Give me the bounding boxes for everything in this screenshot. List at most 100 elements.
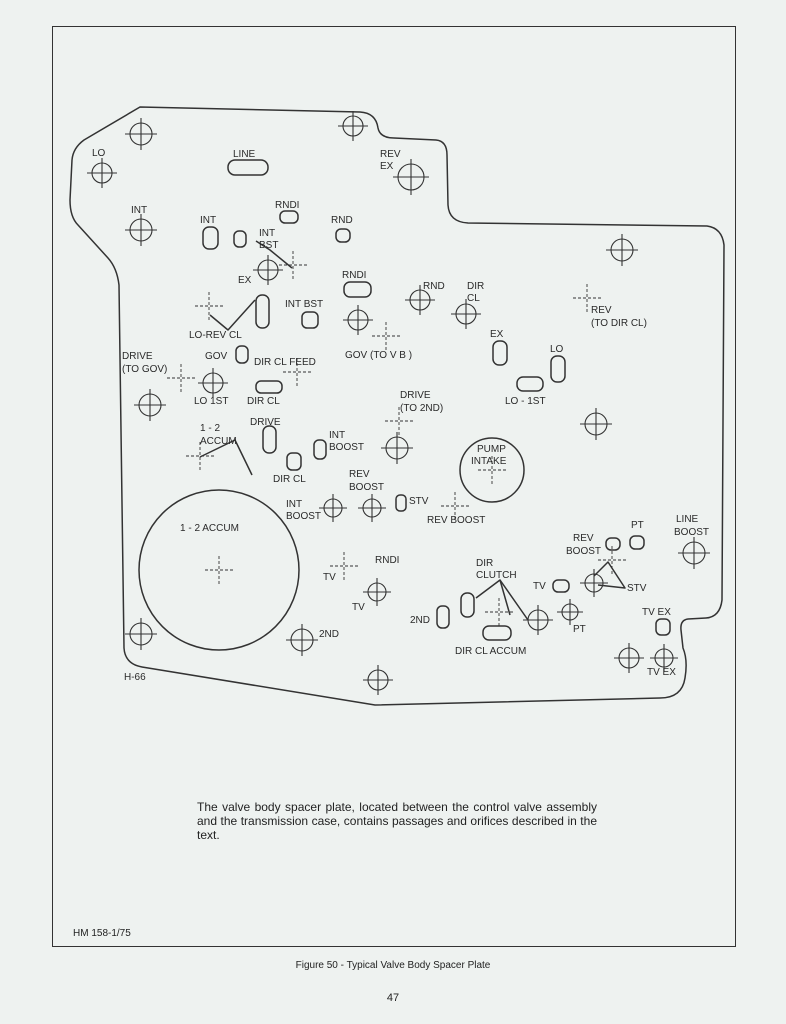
label-gov-tovb: GOV (TO V B ) — [345, 350, 412, 361]
bolt-hole — [338, 111, 368, 141]
bolt-hole — [405, 285, 435, 315]
label-line-boost-2: BOOST — [674, 527, 709, 538]
label-int-bst-1: INT — [259, 228, 275, 239]
label-tv-3: TV — [352, 602, 365, 613]
bolt-hole — [198, 368, 228, 398]
label-tv-ex: TV EX — [642, 607, 671, 618]
label-2nd-b: 2ND — [410, 615, 430, 626]
label-stv-1: STV — [409, 496, 429, 507]
label-drive-2nd-1: DRIVE — [400, 390, 431, 401]
slot-stv — [395, 494, 407, 512]
bolt-hole — [580, 569, 608, 597]
bolt-hole — [358, 494, 386, 522]
label-int-2: INT — [200, 215, 216, 226]
bolt-hole — [523, 605, 553, 635]
slot-dircl — [255, 380, 283, 394]
bolt-hole — [393, 159, 429, 195]
label-lo-1st: LO 1ST — [194, 396, 228, 407]
slot-rnd — [335, 228, 351, 243]
label-dir-clutch-2: CLUTCH — [476, 570, 517, 581]
label-lo-rev-cl: LO-REV CL — [189, 330, 242, 341]
bolt-hole — [557, 599, 583, 625]
bolt-hole — [363, 665, 393, 695]
slot-int-bst — [233, 230, 247, 248]
label-drive-3: DRIVE — [250, 417, 281, 428]
bolt-hole — [650, 644, 678, 672]
label-drive-2nd-2: (TO 2ND) — [400, 403, 443, 414]
label-dir-cl-1: DIR CL — [247, 396, 280, 407]
figure-caption: Figure 50 - Typical Valve Body Spacer Pl… — [295, 960, 491, 971]
label-h66: H-66 — [124, 672, 146, 683]
reference-cross — [372, 322, 400, 350]
label-pt-1: PT — [631, 520, 644, 531]
label-rev-boost-r1: REV — [573, 533, 594, 544]
slot-lo1st — [516, 376, 544, 392]
label-dir-cl-accum: DIR CL ACCUM — [455, 646, 526, 657]
label-int-boost-b1: INT — [286, 499, 302, 510]
slot-rndi2 — [343, 281, 372, 298]
slot-tvex — [655, 618, 671, 636]
bolt-hole — [678, 537, 710, 569]
bolt-hole — [319, 494, 347, 522]
label-int-left: INT — [131, 205, 147, 216]
document-number: HM 158-1/75 — [73, 928, 131, 939]
label-rnd-1: RND — [331, 215, 353, 226]
figure-description: The valve body spacer plate, located bet… — [197, 800, 597, 842]
trail-accum — [199, 439, 253, 476]
label-rev-to-dir-1: REV — [591, 305, 612, 316]
label-rev-ex-2: EX — [380, 161, 394, 172]
label-rndi-2: RNDI — [342, 270, 366, 281]
slot-pt — [629, 535, 645, 550]
label-dir-cl-top-1: DIR — [467, 281, 484, 292]
label-line-boost-1: LINE — [676, 514, 699, 525]
reference-cross — [205, 556, 233, 584]
part-labels: LO LINE REV EX INT INT RNDI RND INT BST … — [92, 148, 709, 683]
label-int-boost-1: INT — [329, 430, 345, 441]
label-int-bst-mid: INT BST — [285, 299, 323, 310]
bolt-hole — [381, 432, 413, 464]
label-int-boost-2: BOOST — [329, 442, 364, 453]
bolt-hole — [451, 299, 481, 329]
label-line: LINE — [233, 149, 256, 160]
pump-intake-bore — [459, 437, 525, 503]
label-int-boost-b2: BOOST — [286, 511, 321, 522]
label-rev-boost-b: REV BOOST — [427, 515, 485, 526]
label-rndi-1: RNDI — [275, 200, 299, 211]
label-lo-left: LO — [92, 148, 106, 159]
reference-cross — [279, 251, 307, 279]
label-lo-1st-right: LO - 1ST — [505, 396, 546, 407]
label-rev-to-dir-2: (TO DIR CL) — [591, 318, 647, 329]
slot-lorev — [255, 294, 270, 329]
label-accum-big: 1 - 2 ACCUM — [180, 523, 239, 534]
label-pt-2: PT — [573, 624, 586, 635]
bolt-hole — [286, 624, 318, 656]
plate-outline — [69, 106, 725, 706]
label-rev-boost-1: REV — [349, 469, 370, 480]
slot-line — [227, 159, 269, 176]
accum-bore — [138, 489, 300, 651]
label-ex-2: EX — [490, 329, 504, 340]
bolt-hole — [253, 255, 283, 285]
label-stv-2: STV — [627, 583, 647, 594]
label-rev-boost-2: BOOST — [349, 482, 384, 493]
slot-int — [202, 226, 219, 250]
label-dir-clutch-1: DIR — [476, 558, 493, 569]
slot-dirclaccum — [482, 625, 512, 641]
label-accum12-2: ACCUM — [200, 436, 237, 447]
label-lo-2: LO — [550, 344, 564, 355]
bolt-hole — [363, 578, 391, 606]
page-number: 47 — [386, 992, 400, 1004]
bolt-hole — [125, 214, 157, 246]
reference-cross — [167, 364, 195, 392]
label-rnd-2: RND — [423, 281, 445, 292]
reference-cross — [195, 292, 223, 320]
slot-dircl2 — [286, 452, 302, 471]
bolt-hole — [87, 158, 117, 188]
slot-drive — [262, 425, 277, 454]
label-pump-2: INTAKE — [471, 456, 507, 467]
page-frame — [52, 26, 736, 947]
label-pump-1: PUMP — [477, 444, 506, 455]
trail-dirclutch-2 — [499, 579, 511, 616]
label-tv-ex-2: TV EX — [647, 667, 676, 678]
